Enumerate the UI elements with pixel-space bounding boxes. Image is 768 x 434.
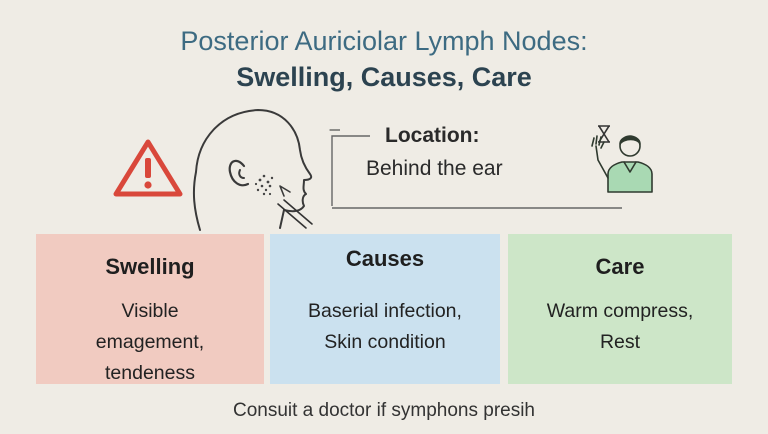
care-card: Care Warm compress, Rest bbox=[508, 234, 732, 384]
footer-note: Consuit a doctor if symphons presih bbox=[232, 400, 536, 421]
swelling-card: Swelling Visible emagement, tendeness bbox=[36, 234, 264, 384]
card-heading: Care bbox=[595, 254, 645, 279]
card-line: emagement, bbox=[95, 331, 205, 353]
person-waving-icon bbox=[591, 135, 653, 193]
card-line: Skin condition bbox=[324, 331, 446, 353]
location-leader-line bbox=[331, 135, 622, 209]
card-line: Warm compress, bbox=[546, 300, 694, 322]
card-line: Rest bbox=[599, 331, 641, 353]
card-line: tendeness bbox=[105, 362, 195, 384]
causes-card: Causes Baserial infection, Skin conditio… bbox=[270, 234, 500, 384]
card-line: Baserial infection, bbox=[308, 300, 462, 322]
diagram-title: Posterior Auriciolar Lymph Nodes: bbox=[180, 26, 588, 56]
head-profile-icon bbox=[192, 109, 340, 231]
diagram-subtitle: Swelling, Causes, Care bbox=[236, 62, 532, 92]
location-value: Behind the ear bbox=[366, 157, 503, 180]
location-label: Location: bbox=[385, 124, 480, 147]
card-heading: Swelling bbox=[105, 254, 195, 279]
card-line: Visible bbox=[121, 300, 179, 322]
card-heading: Causes bbox=[345, 246, 425, 271]
warning-icon bbox=[113, 139, 183, 197]
